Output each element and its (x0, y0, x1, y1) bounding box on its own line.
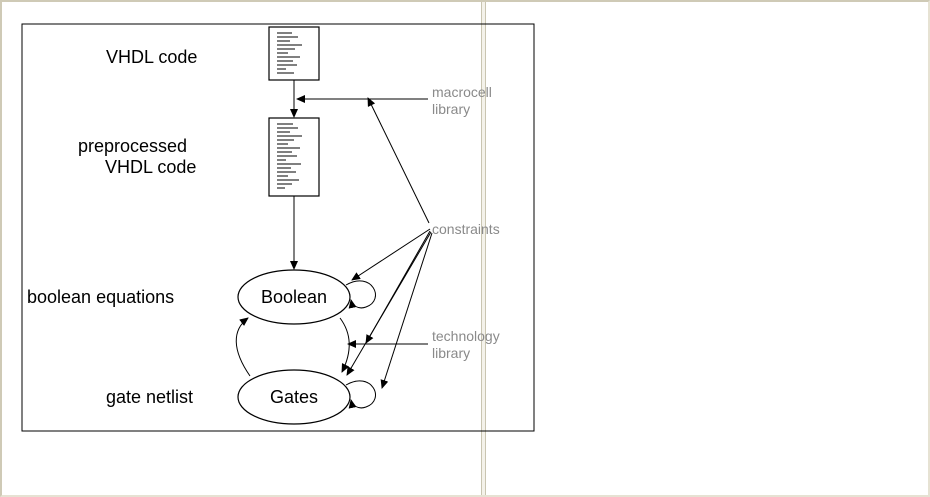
label-macrocell: macrocell (432, 84, 492, 100)
label-preprocessed: preprocessed (78, 136, 187, 156)
frame-splitter[interactable] (481, 2, 486, 495)
arrow-constraints-to-macrocell (367, 97, 430, 224)
vhdl-document-icon (268, 26, 320, 81)
boolean-node (237, 269, 351, 325)
arrow-constraints-to-boolean (351, 228, 431, 281)
arrow-constraints-to-gates (346, 231, 432, 376)
arrow-constraints-to-gates-loop (380, 232, 433, 389)
label-constraints: constraints (432, 221, 500, 237)
gates-node-label: Gates (270, 387, 318, 407)
preprocessed-document-icon (268, 117, 320, 197)
label-preprocessed-vhdl: VHDL code (105, 157, 196, 177)
boolean-self-loop (345, 280, 376, 309)
label-macrocell-library: library (432, 101, 470, 117)
label-technology-library: library (432, 345, 470, 361)
gates-self-loop (345, 380, 376, 409)
label-technology: technology (432, 328, 500, 344)
boolean-node-label: Boolean (261, 287, 327, 307)
diagram-border (21, 23, 535, 432)
gates-node (237, 369, 351, 425)
label-vhdl-code: VHDL code (106, 47, 197, 67)
arrow-boolean-to-gates (339, 317, 350, 373)
label-boolean-equations: boolean equations (27, 287, 174, 307)
arrow-gates-to-boolean (235, 317, 251, 377)
label-gate-netlist: gate netlist (106, 387, 193, 407)
